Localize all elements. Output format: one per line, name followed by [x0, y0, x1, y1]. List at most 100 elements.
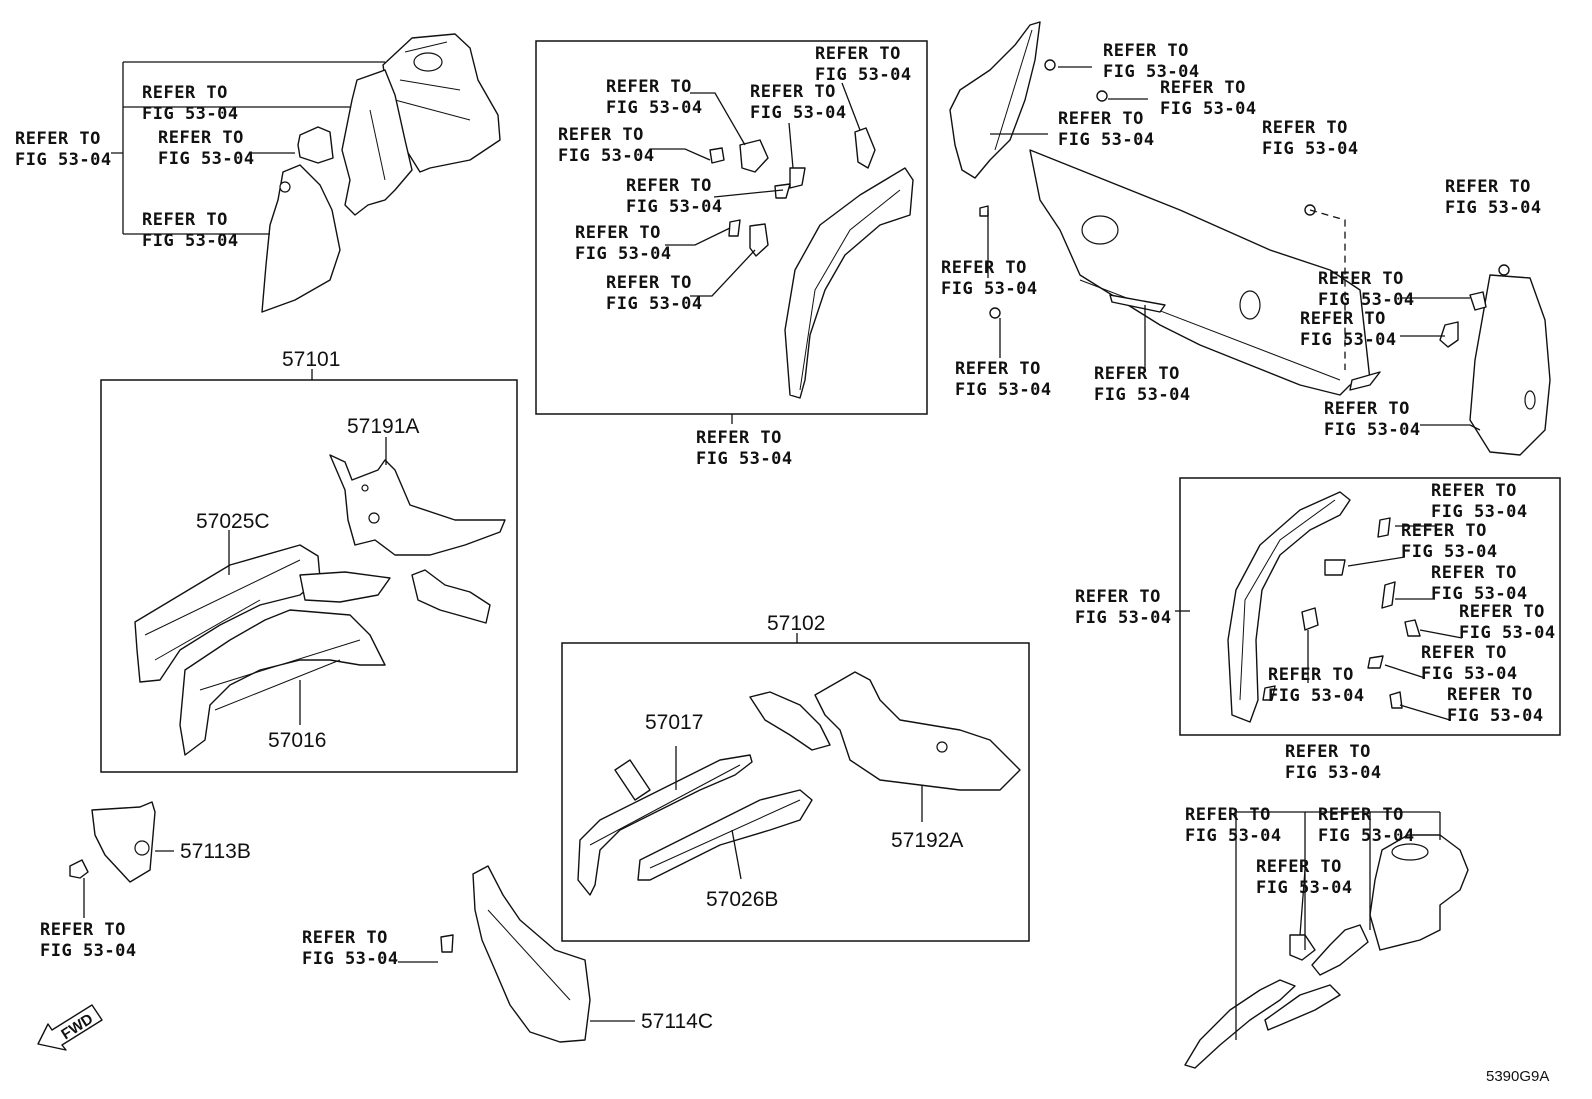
svg-text:REFER TO: REFER TO [1431, 481, 1517, 501]
svg-text:REFER TO: REFER TO [302, 928, 388, 948]
refer-label: REFER TO FIG 53-04 [1103, 41, 1200, 82]
refer-label: REFER TO FIG 53-04 [626, 176, 722, 217]
svg-text:REFER TO: REFER TO [955, 359, 1041, 379]
svg-text:FIG 53-04: FIG 53-04 [575, 244, 672, 264]
group-box-right-middle [1179, 477, 1561, 736]
refer-label: REFER TO FIG 53-04 [1058, 109, 1155, 150]
svg-text:FIG 53-04: FIG 53-04 [606, 98, 703, 118]
svg-text:REFER TO: REFER TO [815, 44, 901, 64]
svg-text:FIG 53-04: FIG 53-04 [815, 65, 912, 85]
svg-text:FIG 53-04: FIG 53-04 [696, 449, 793, 469]
svg-text:REFER TO: REFER TO [1318, 269, 1404, 289]
svg-text:FIG 53-04: FIG 53-04 [1431, 502, 1528, 522]
parts-57102-illustration [577, 671, 1021, 896]
svg-text:REFER TO: REFER TO [941, 258, 1027, 278]
refer-label: REFER TO FIG 53-04 [142, 83, 239, 124]
svg-text:REFER TO: REFER TO [1185, 805, 1271, 825]
refer-label: REFER TO FIG 53-04 [1285, 742, 1382, 783]
refer-label: REFER TO FIG 53-04 [1318, 805, 1415, 846]
svg-text:FIG 53-04: FIG 53-04 [40, 941, 137, 961]
svg-text:FIG 53-04: FIG 53-04 [1058, 130, 1155, 150]
part-number-57113B: 57113B [180, 840, 251, 863]
part-number-57016: 57016 [268, 729, 326, 752]
refer-label: REFER TO FIG 53-04 [1447, 685, 1543, 726]
parts-top-right-illustration [949, 21, 1551, 456]
refer-label: REFER TO FIG 53-04 [575, 223, 672, 264]
leader-lines [83, 61, 1481, 1040]
svg-text:FIG 53-04: FIG 53-04 [1268, 686, 1365, 706]
part-number-57114C: 57114C [641, 1010, 713, 1033]
part-number-57101: 57101 [282, 348, 340, 371]
svg-text:REFER TO: REFER TO [1268, 665, 1354, 685]
svg-text:REFER TO: REFER TO [1075, 587, 1161, 607]
svg-text:REFER TO: REFER TO [558, 125, 644, 145]
parts-57101-illustration [134, 454, 506, 756]
refer-label: REFER TO FIG 53-04 [1262, 118, 1359, 159]
svg-text:FIG 53-04: FIG 53-04 [1185, 826, 1282, 846]
refer-label: REFER TO FIG 53-04 [1094, 364, 1190, 405]
svg-text:REFER TO: REFER TO [1447, 685, 1533, 705]
refer-label: REFER TO FIG 53-04 [1324, 399, 1421, 440]
svg-text:FIG 53-04: FIG 53-04 [606, 294, 703, 314]
svg-text:REFER TO: REFER TO [1300, 309, 1386, 329]
refer-label: REFER TO FIG 53-04 [158, 128, 254, 169]
svg-text:FIG 53-04: FIG 53-04 [1262, 139, 1359, 159]
refer-label: REFER TO FIG 53-04 [696, 428, 793, 469]
svg-text:FIG 53-04: FIG 53-04 [1160, 99, 1257, 119]
fwd-arrow-icon: FWD [37, 1004, 103, 1051]
svg-text:REFER TO: REFER TO [1421, 643, 1507, 663]
svg-text:FIG 53-04: FIG 53-04 [1103, 62, 1200, 82]
refer-label: REFER TO FIG 53-04 [955, 359, 1052, 400]
refer-label: REFER TO FIG 53-04 [606, 273, 703, 314]
svg-text:REFER TO: REFER TO [606, 77, 692, 97]
refer-label: REFER TO FIG 53-04 [1431, 481, 1528, 522]
svg-text:REFER TO: REFER TO [1318, 805, 1404, 825]
svg-text:FIG 53-04: FIG 53-04 [750, 103, 847, 123]
refer-label: REFER TO FIG 53-04 [1300, 309, 1396, 350]
svg-text:REFER TO: REFER TO [142, 83, 228, 103]
svg-text:REFER TO: REFER TO [142, 210, 228, 230]
parts-bottom-left-illustration [69, 801, 591, 1043]
svg-text:REFER TO: REFER TO [1103, 41, 1189, 61]
refer-label: REFER TO FIG 53-04 [558, 125, 654, 166]
svg-text:REFER TO: REFER TO [626, 176, 712, 196]
svg-text:FIG 53-04: FIG 53-04 [1285, 763, 1382, 783]
svg-text:REFER TO: REFER TO [1058, 109, 1144, 129]
svg-text:FIG 53-04: FIG 53-04 [1075, 608, 1172, 628]
part-number-57026B: 57026B [706, 888, 778, 911]
parts-top-middle-illustration [709, 127, 914, 399]
svg-text:FIG 53-04: FIG 53-04 [142, 104, 239, 124]
svg-text:FIG 53-04: FIG 53-04 [955, 380, 1052, 400]
refer-label: REFER TO FIG 53-04 [606, 77, 703, 118]
refer-label: REFER TO FIG 53-04 [1318, 269, 1415, 310]
svg-text:REFER TO: REFER TO [1094, 364, 1180, 384]
svg-text:REFER TO: REFER TO [1160, 78, 1246, 98]
svg-text:FIG 53-04: FIG 53-04 [1421, 664, 1518, 684]
part-number-57191A: 57191A [347, 415, 419, 438]
refer-label: REFER TO FIG 53-04 [1421, 643, 1518, 684]
svg-text:REFER TO: REFER TO [1285, 742, 1371, 762]
diagram-code: 5390G9A [1486, 1068, 1549, 1085]
svg-text:REFER TO: REFER TO [1256, 857, 1342, 877]
refer-label: REFER TO FIG 53-04 [1185, 805, 1282, 846]
svg-text:FIG 53-04: FIG 53-04 [1318, 290, 1415, 310]
svg-text:REFER TO: REFER TO [1459, 602, 1545, 622]
svg-text:REFER TO: REFER TO [1401, 521, 1487, 541]
svg-text:REFER TO: REFER TO [15, 129, 101, 149]
refer-label: REFER TO FIG 53-04 [40, 920, 137, 961]
refer-label: REFER TO FIG 53-04 [302, 928, 398, 969]
svg-text:REFER TO: REFER TO [575, 223, 661, 243]
svg-text:FIG 53-04: FIG 53-04 [1318, 826, 1415, 846]
svg-text:REFER TO: REFER TO [40, 920, 126, 940]
refer-label: REFER TO FIG 53-04 [941, 258, 1038, 299]
refer-label: REFER TO FIG 53-04 [1256, 857, 1352, 898]
svg-text:FIG 53-04: FIG 53-04 [1431, 584, 1528, 604]
svg-text:REFER TO: REFER TO [1324, 399, 1410, 419]
refer-label: REFER TO FIG 53-04 [750, 82, 847, 123]
svg-text:FIG 53-04: FIG 53-04 [941, 279, 1038, 299]
part-number-57192A: 57192A [891, 829, 963, 852]
svg-text:FIG 53-04: FIG 53-04 [1324, 420, 1421, 440]
svg-text:FIG 53-04: FIG 53-04 [15, 150, 112, 170]
refer-label: REFER TO FIG 53-04 [1075, 587, 1172, 628]
